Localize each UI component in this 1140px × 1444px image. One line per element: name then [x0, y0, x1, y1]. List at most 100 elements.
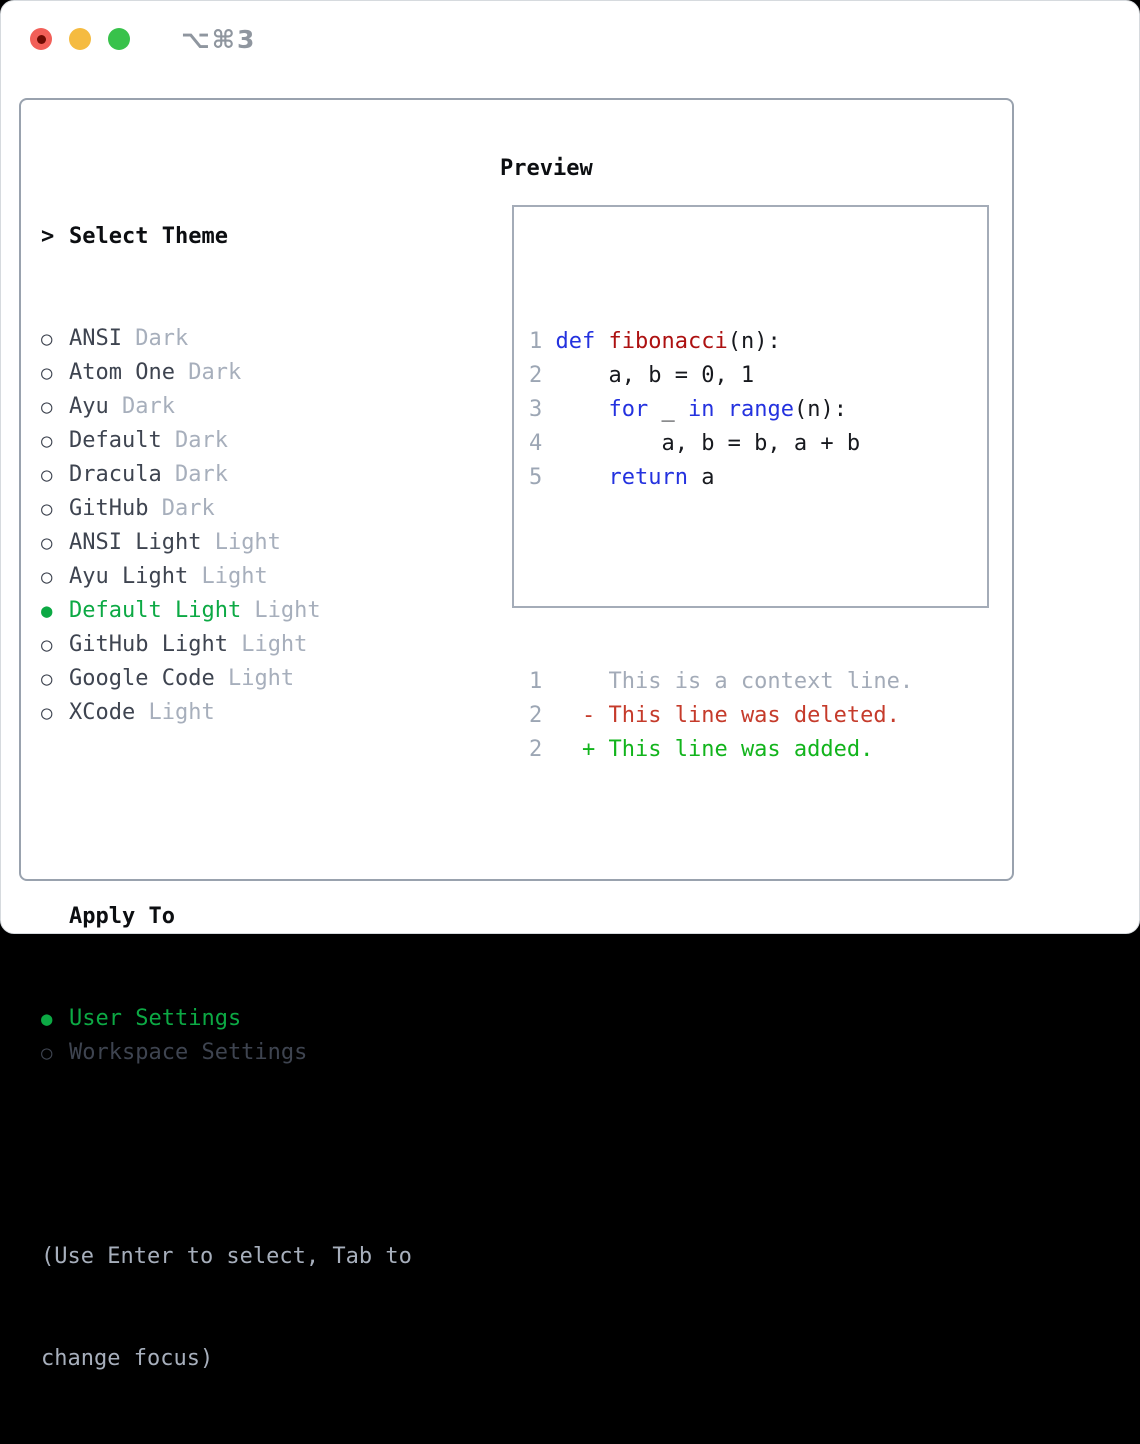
theme-list-header: >Select Theme: [41, 220, 491, 254]
radio-icon: ○: [41, 356, 69, 390]
theme-variant-tag: Light: [215, 666, 294, 691]
theme-selector-column: >Select Theme ○ANSI Dark○Atom One Dark○A…: [41, 152, 491, 1444]
theme-variant-tag: Light: [201, 530, 280, 555]
radio-icon: ○: [41, 492, 69, 526]
code-segment: [542, 397, 608, 422]
radio-icon: ○: [41, 560, 69, 594]
app-window: ⌥⌘3 >Select Theme ○ANSI Dark○Atom One Da…: [0, 0, 1140, 934]
close-dot-icon: [37, 35, 46, 44]
theme-variant-tag: Light: [228, 632, 307, 657]
theme-variant-tag: Dark: [175, 360, 241, 385]
code-segment: This is a context line.: [542, 669, 913, 694]
theme-name: ANSI Light: [69, 530, 201, 555]
code-segment: _: [648, 397, 688, 422]
line-number: 5: [529, 465, 542, 490]
theme-name: Google Code: [69, 666, 215, 691]
radio-icon: ○: [41, 424, 69, 458]
theme-option[interactable]: ○Atom One Dark: [41, 356, 491, 390]
theme-variant-tag: Light: [135, 700, 214, 725]
line-number: 3: [529, 397, 542, 422]
code-segment: in: [688, 397, 715, 422]
minimize-button[interactable]: [69, 28, 91, 50]
theme-option[interactable]: ○Ayu Light Light: [41, 560, 491, 594]
apply-to-list: ●User Settings○Workspace Settings: [41, 1002, 491, 1070]
theme-name: ANSI: [69, 326, 122, 351]
line-number: 2: [529, 703, 542, 728]
code-segment: for: [608, 397, 648, 422]
theme-option[interactable]: ○Ayu Dark: [41, 390, 491, 424]
theme-name: Dracula: [69, 462, 162, 487]
code-segment: [595, 329, 608, 354]
diff-preview: 1 This is a context line.2 - This line w…: [529, 665, 987, 767]
theme-option[interactable]: ○XCode Light: [41, 696, 491, 730]
theme-option[interactable]: ○ANSI Light Light: [41, 526, 491, 560]
theme-name: Default Light: [69, 598, 241, 623]
help-text-line-1: (Use Enter to select, Tab to: [41, 1240, 491, 1274]
code-line: 5 return a: [529, 461, 987, 495]
theme-name: GitHub: [69, 496, 148, 521]
code-segment: [542, 703, 582, 728]
theme-name: GitHub Light: [69, 632, 228, 657]
close-button[interactable]: [30, 28, 52, 50]
code-segment: range: [728, 397, 794, 422]
radio-icon: ○: [41, 322, 69, 356]
code-segment: [542, 465, 608, 490]
selected-radio-icon: ●: [41, 1002, 69, 1036]
theme-name: Ayu Light: [69, 564, 188, 589]
code-segment: a, b = b, a + b: [542, 431, 860, 456]
theme-option[interactable]: ●Default Light Light: [41, 594, 491, 628]
theme-variant-tag: Dark: [162, 462, 228, 487]
theme-option[interactable]: ○GitHub Dark: [41, 492, 491, 526]
theme-variant-tag: Dark: [162, 428, 228, 453]
theme-option[interactable]: ○Default Dark: [41, 424, 491, 458]
code-segment: a, b = 0, 1: [542, 363, 754, 388]
diff-line: 2 + This line was added.: [529, 733, 987, 767]
apply-to-title: Apply To: [69, 904, 175, 929]
diff-line: 1 This is a context line.: [529, 665, 987, 699]
selected-radio-icon: ●: [41, 594, 69, 628]
code-line: 3 for _ in range(n):: [529, 393, 987, 427]
theme-variant-tag: Light: [188, 564, 267, 589]
code-segment: - This line was deleted.: [582, 703, 900, 728]
window-title: ⌥⌘3: [181, 25, 256, 54]
maximize-button[interactable]: [108, 28, 130, 50]
apply-to-header: Apply To: [41, 900, 491, 934]
theme-name: Atom One: [69, 360, 175, 385]
code-segment: [714, 397, 727, 422]
line-number: 2: [529, 737, 542, 762]
theme-option[interactable]: ○Dracula Dark: [41, 458, 491, 492]
theme-variant-tag: Dark: [122, 326, 188, 351]
theme-option[interactable]: ○Google Code Light: [41, 662, 491, 696]
apply-option-label: User Settings: [69, 1006, 241, 1031]
radio-icon: ○: [41, 1036, 69, 1070]
theme-list: ○ANSI Dark○Atom One Dark○Ayu Dark○Defaul…: [41, 322, 491, 730]
theme-variant-tag: Dark: [109, 394, 175, 419]
blank-line: [41, 798, 491, 832]
code-segment: def: [556, 329, 596, 354]
theme-list-title: Select Theme: [69, 224, 228, 249]
theme-option[interactable]: ○GitHub Light Light: [41, 628, 491, 662]
radio-icon: ○: [41, 458, 69, 492]
line-number: 1: [529, 669, 542, 694]
code-segment: return: [608, 465, 687, 490]
titlebar: ⌥⌘3: [1, 1, 1139, 77]
theme-name: Ayu: [69, 394, 109, 419]
diff-line: 2 - This line was deleted.: [529, 699, 987, 733]
code-segment: fibonacci: [609, 329, 728, 354]
theme-option[interactable]: ○ANSI Dark: [41, 322, 491, 356]
theme-variant-tag: Dark: [148, 496, 214, 521]
selection-cursor: >: [41, 220, 69, 254]
apply-option[interactable]: ●User Settings: [41, 1002, 491, 1036]
radio-icon: ○: [41, 526, 69, 560]
code-segment: (n):: [728, 329, 781, 354]
code-line: 1 def fibonacci(n):: [529, 325, 987, 359]
code-segment: a: [688, 465, 715, 490]
theme-name: XCode: [69, 700, 135, 725]
apply-option[interactable]: ○Workspace Settings: [41, 1036, 491, 1070]
radio-icon: ○: [41, 696, 69, 730]
tui-panel: >Select Theme ○ANSI Dark○Atom One Dark○A…: [19, 98, 1014, 881]
line-number: 1: [529, 329, 542, 354]
code-line: 2 a, b = 0, 1: [529, 359, 987, 393]
